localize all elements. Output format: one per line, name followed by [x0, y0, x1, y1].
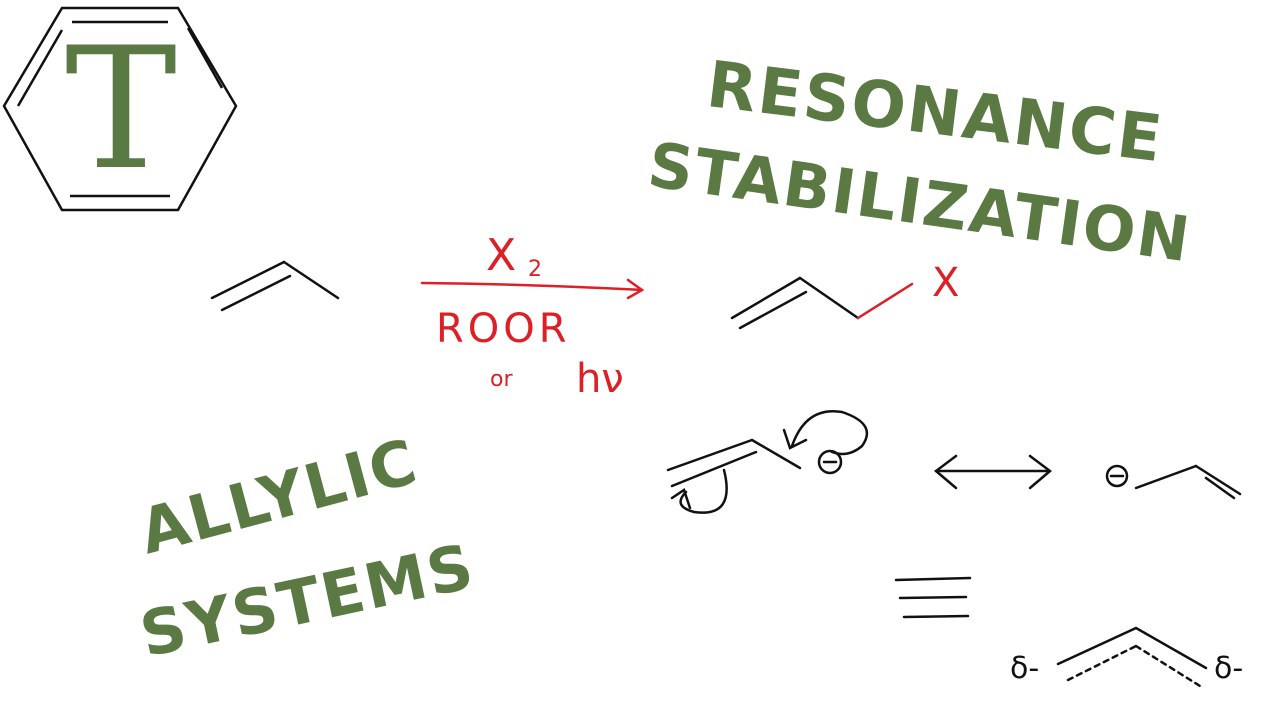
product-substituent: X [932, 260, 959, 306]
partial-charges: δ- δ- [1010, 651, 1243, 686]
reagent-subscript: 2 [528, 257, 542, 282]
partial-charge-right: δ- [1214, 651, 1243, 686]
propene-structure [210, 260, 340, 312]
equivalence-symbol [894, 576, 972, 619]
resonance-structure-left [666, 409, 868, 514]
condition-light: hν [576, 356, 624, 402]
reaction-conditions: X 2 ROOR or hν X [436, 230, 959, 402]
resonance-structure-right [1105, 464, 1242, 500]
condition-roor: ROOR [436, 306, 571, 352]
condition-or: or [490, 367, 513, 392]
resonance-hybrid-structure [1056, 626, 1208, 688]
partial-charge-left: δ- [1010, 651, 1039, 686]
reaction-arrow [420, 278, 645, 300]
hexagon-logo-icon [2, 6, 238, 212]
resonance-double-arrow [933, 454, 1053, 490]
reagent-symbol: X [486, 230, 516, 281]
logo-letter: T [64, 11, 178, 207]
allyl-halide-structure [730, 276, 914, 330]
